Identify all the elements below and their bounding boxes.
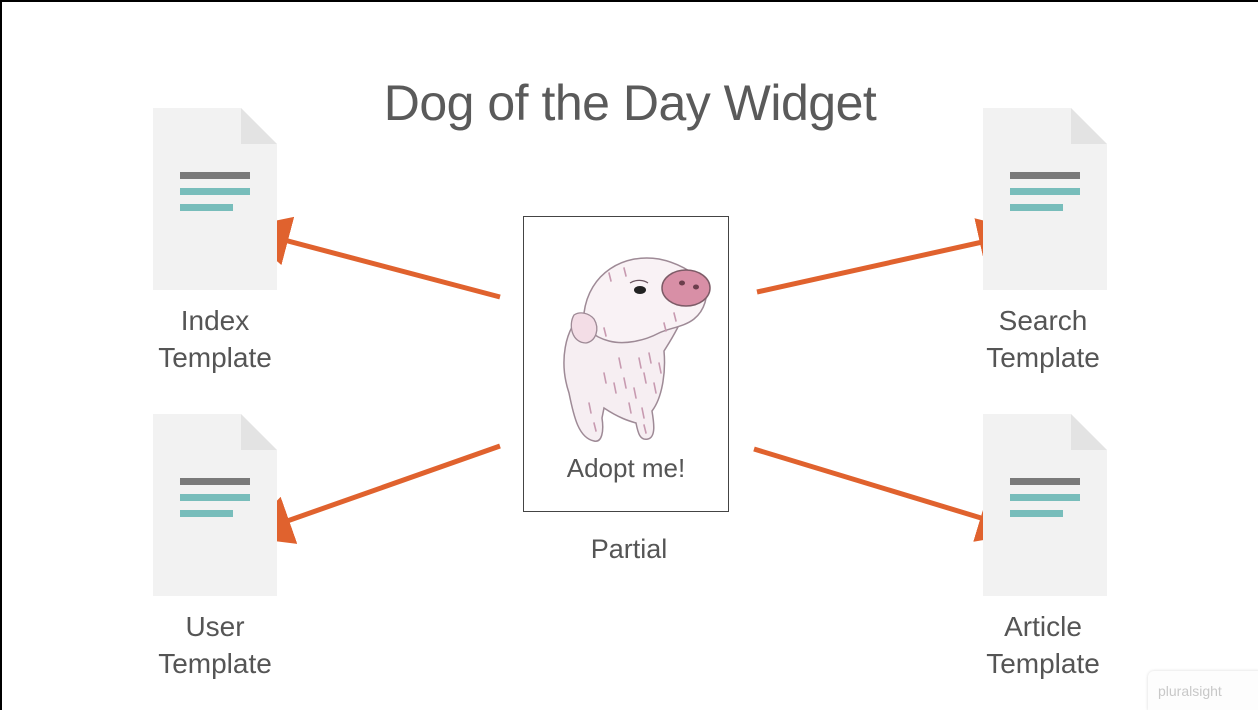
slide-title: Dog of the Day Widget — [383, 75, 877, 131]
partial-card: Adopt me! — [523, 216, 729, 512]
pluralsight-watermark: pluralsight — [1148, 671, 1258, 710]
document-icon — [153, 414, 277, 596]
document-icon — [153, 108, 277, 290]
document-icon — [983, 414, 1107, 596]
arrow-to-index — [239, 216, 501, 300]
document-icon — [983, 108, 1107, 290]
partial-label: Partial — [590, 534, 668, 564]
arrow-to-search — [756, 218, 1029, 295]
user-template-label: User Template — [158, 611, 272, 679]
article-template-label: Article Template — [986, 611, 1100, 679]
arrow-to-user — [241, 443, 501, 544]
index-template-label: Index Template — [158, 305, 272, 373]
arrow-to-article — [753, 446, 1029, 542]
pig-illustration — [563, 257, 711, 442]
search-template-label: Search Template — [986, 305, 1100, 373]
adopt-me-text: Adopt me! — [566, 453, 686, 483]
